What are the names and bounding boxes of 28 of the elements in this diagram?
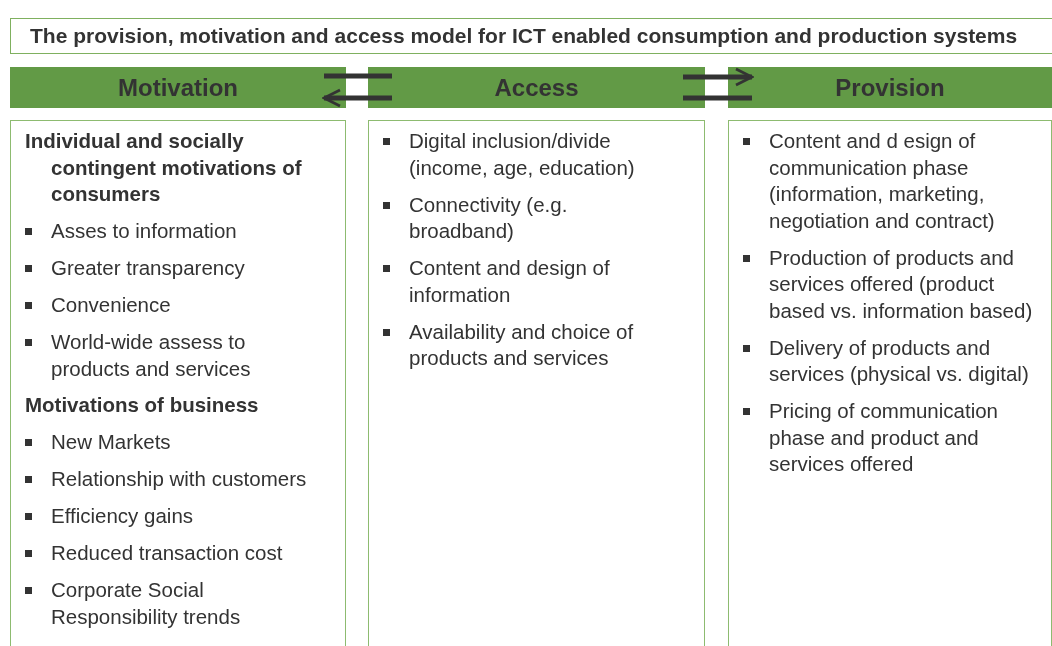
bullet-item: Corporate Social Responsibility trends [25,577,319,630]
bullet-item: Production of products and services offered (product based vs. information based) [743,244,1041,324]
bullet-item: World-wide assess to products and services [25,329,319,382]
bullet-item: Relationship with customers [25,466,319,493]
section-heading: Motivations of business [25,392,260,418]
column-header: Access [368,67,705,108]
bullet-item: New Markets [25,429,319,456]
bullet-item: Asses to information [25,218,319,245]
bullet-item: Availability and choice of products and services [383,318,644,372]
bullet-item: Digital inclusion/divide (income, age, education) [383,128,644,181]
column-panel [10,120,346,646]
bullet-item: Reduced transaction cost [25,540,319,567]
column-panel [728,120,1052,646]
bullet-item: Connectivity (e.g. broadband) [383,191,644,245]
bullet-item: Delivery of products and services (physical vs. digital) [743,334,1041,388]
column-panel [368,120,705,646]
arrow [683,67,754,87]
section-heading: Individual and socially contingent motivations of consumers [25,128,303,207]
bullet-item: Greater transparency [25,255,319,282]
bullet-item: Content and d esign of communication phase (information, marketing, negotiation and contract) [743,128,1041,234]
bullet-item: Content and design of information [383,255,644,308]
bullet-item: Efficiency gains [25,503,319,530]
column-header: Provision [728,67,1052,108]
column-header: Motivation [10,67,346,108]
bullet-item: Convenience [25,292,319,319]
title-banner: The provision, motivation and access model for ICT enabled consumption and production systems [10,18,1052,54]
bullet-item: Pricing of communication phase and product and services offered [743,398,1041,478]
arrow [322,88,392,108]
